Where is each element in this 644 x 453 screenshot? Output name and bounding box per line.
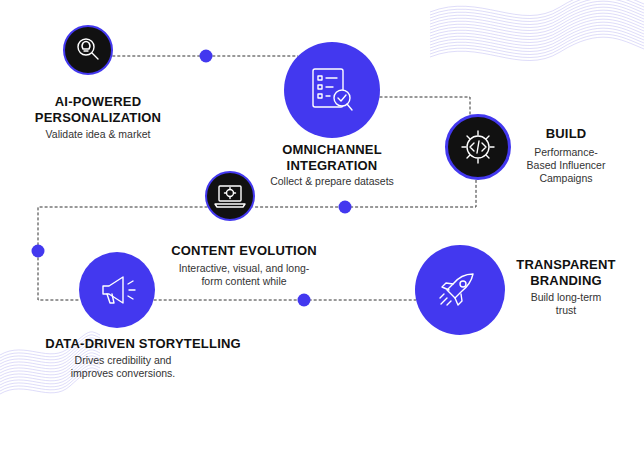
step-circle: AI-POWERED PERSONALIZATIONValidate idea … (63, 25, 113, 75)
node-heading: BUILD (521, 126, 611, 142)
node-description: Interactive, visual, and long-form conte… (174, 262, 314, 288)
node-heading: DATA-DRIVEN STORYTELLING (23, 336, 263, 352)
node-description: Performance-Based Influencer Campaigns (522, 146, 610, 185)
step-circle: TRANSPARENT BRANDINGBuild long-term trus… (415, 245, 505, 335)
step-circle: CONTENT EVOLUTIONInteractive, visual, an… (205, 171, 255, 221)
step-circle: DATA-DRIVEN STORYTELLINGDrives credibili… (79, 252, 155, 328)
node-description: Validate idea & market (18, 128, 178, 141)
dashed-connector (154, 300, 416, 301)
step-circle: OMNICHANNEL INTEGRATIONCollect & prepare… (284, 42, 380, 138)
step-circle: BUILDPerformance-Based Influencer Campai… (445, 114, 511, 180)
node-heading: AI-POWERED PERSONALIZATION (23, 94, 173, 126)
node-heading: TRANSPARENT BRANDING (506, 257, 626, 289)
dashed-connector (380, 97, 471, 115)
node-description: Collect & prepare datasets (252, 175, 412, 188)
node-description: Drives credibility and improves conversi… (58, 354, 188, 380)
node-heading: CONTENT EVOLUTION (144, 243, 344, 259)
node-heading: OMNICHANNEL INTEGRATION (267, 142, 397, 174)
node-description: Build long-term trust (521, 291, 611, 317)
